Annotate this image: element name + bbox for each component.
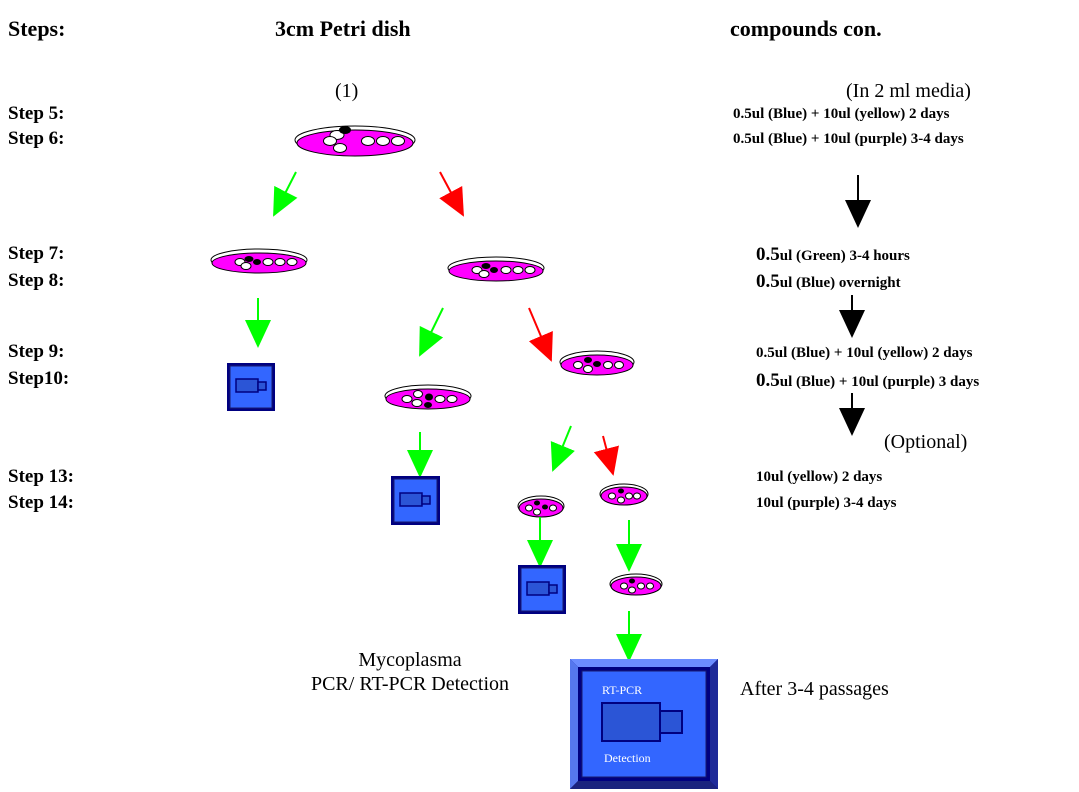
- compound-step-10: 0.5ul (Blue) + 10ul (purple) 3 days: [756, 370, 980, 391]
- petri-dish-6: [517, 495, 565, 518]
- compound-step-9: 0.5ul (Blue) + 10ul (yellow) 2 days: [756, 345, 973, 361]
- step-13-label: Step 13:: [8, 466, 74, 487]
- dish-header: 3cm Petri dish: [275, 16, 411, 41]
- rt-pcr-detection-box: RT-PCR Detection: [570, 659, 718, 789]
- green-arrow-1: [273, 171, 298, 217]
- compound-step-8: 0.5ul (Blue) overnight: [756, 271, 901, 292]
- compound-step-14: 10ul (purple) 3-4 days: [756, 495, 897, 511]
- step-6-label: Step 6:: [8, 128, 65, 149]
- petri-dish-7: [599, 483, 649, 506]
- compound-step-5: 0.5ul (Blue) + 10ul (yellow) 2 days: [733, 106, 950, 122]
- detection-label: Mycoplasma PCR/ RT-PCR Detection: [305, 648, 515, 696]
- red-arrow-3: [593, 435, 619, 476]
- petri-dish-1: [294, 125, 416, 157]
- compound-step-7: 0.5ul (Green) 3-4 hours: [756, 244, 910, 265]
- petri-dish-2: [210, 248, 308, 274]
- passages-note: After 3-4 passages: [740, 678, 889, 700]
- green-arrow-3: [419, 307, 444, 357]
- petri-dish-3: [447, 256, 545, 282]
- red-arrow-2: [528, 307, 553, 362]
- step-14-label: Step 14:: [8, 492, 74, 513]
- detection-box-2: [391, 476, 440, 525]
- green-arrow-5: [550, 425, 575, 472]
- step-10-label: Step10:: [8, 368, 70, 389]
- optional-note: (Optional): [884, 431, 968, 453]
- compounds-header: compounds con.: [730, 16, 882, 41]
- steps-header: Steps:: [8, 16, 66, 41]
- rt-pcr-box-title: RT-PCR: [602, 683, 642, 697]
- petri-dish-4: [384, 384, 472, 410]
- step-9-label: Step 9:: [8, 341, 65, 362]
- detection-label-line-1: Mycoplasma: [358, 649, 462, 671]
- petri-dish-5: [559, 350, 635, 376]
- media-note: (In 2 ml media): [846, 80, 971, 102]
- dish-number: (1): [335, 80, 359, 102]
- step-8-label: Step 8:: [8, 270, 65, 291]
- detection-box-1: [227, 363, 275, 411]
- compound-step-6: 0.5ul (Blue) + 10ul (purple) 3-4 days: [733, 131, 964, 147]
- petri-dish-8: [609, 573, 663, 596]
- rt-pcr-box-caption: Detection: [604, 751, 651, 765]
- red-arrow-1: [439, 171, 464, 217]
- compound-step-13: 10ul (yellow) 2 days: [756, 469, 883, 485]
- detection-box-3: [518, 565, 566, 614]
- step-5-label: Step 5:: [8, 103, 65, 124]
- step-7-label: Step 7:: [8, 243, 65, 264]
- detection-label-line-2: PCR/ RT-PCR Detection: [310, 673, 510, 695]
